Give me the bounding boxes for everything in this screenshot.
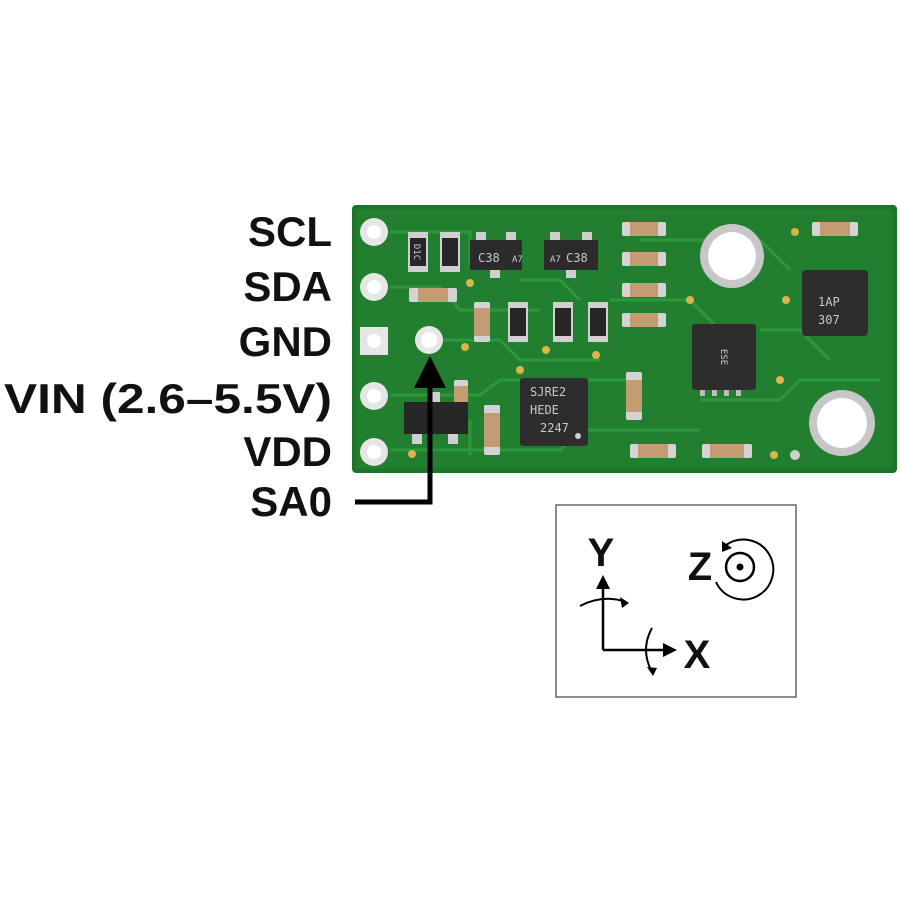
chip-marking-line1: SJRE2 bbox=[530, 385, 566, 399]
pin-label-scl: SCL bbox=[248, 208, 332, 255]
pin-label-vdd: VDD bbox=[243, 428, 332, 475]
main-chip: SJRE2 HEDE 2247 bbox=[520, 378, 588, 446]
sensor-chip: 1AP 307 bbox=[802, 270, 868, 336]
sensor-marking-line2: 307 bbox=[818, 313, 840, 327]
x-arrow-icon bbox=[663, 643, 677, 657]
chip-marking-a7-right: A7 bbox=[550, 255, 561, 265]
secondary-chip: ESE bbox=[692, 324, 756, 396]
chip-marking-c38-right: C38 bbox=[566, 251, 588, 265]
chip-marking-line2: HEDE bbox=[530, 403, 559, 417]
chip-marking-a7-left: A7 bbox=[512, 255, 523, 265]
capacitors bbox=[409, 222, 858, 458]
chip-marking-line3: 2247 bbox=[540, 421, 569, 435]
axis-orientation-box: Y Z X bbox=[555, 504, 797, 698]
chip-marking-c38-left: C38 bbox=[478, 251, 500, 265]
chip-marking-d1c-a: D1C bbox=[411, 244, 421, 260]
vias bbox=[408, 228, 800, 460]
small-components: D1C bbox=[408, 232, 608, 342]
regulator-chip bbox=[404, 392, 468, 444]
z-rotation-icon bbox=[715, 538, 775, 601]
axis-label-z: Z bbox=[688, 545, 712, 589]
pin-label-gnd: GND bbox=[239, 318, 332, 365]
y-arrow-icon bbox=[596, 575, 610, 589]
chip-marking-small: ESE bbox=[718, 349, 728, 365]
mounting-holes bbox=[700, 224, 875, 456]
pin-pads bbox=[360, 218, 443, 466]
sensor-marking-line1: 1AP bbox=[818, 295, 840, 309]
pcb-board: D1C C38 A7 A7 C38 bbox=[352, 205, 897, 473]
sa0-arrow bbox=[355, 356, 446, 505]
pin-label-vin: VIN (2.6–5.5V) bbox=[4, 375, 332, 422]
axis-label-y: Y bbox=[588, 531, 615, 575]
pin-label-sda: SDA bbox=[243, 263, 332, 310]
axis-label-x: X bbox=[684, 633, 711, 677]
pin-label-sa0: SA0 bbox=[250, 478, 332, 525]
sot-chips: C38 A7 A7 C38 bbox=[470, 232, 598, 278]
